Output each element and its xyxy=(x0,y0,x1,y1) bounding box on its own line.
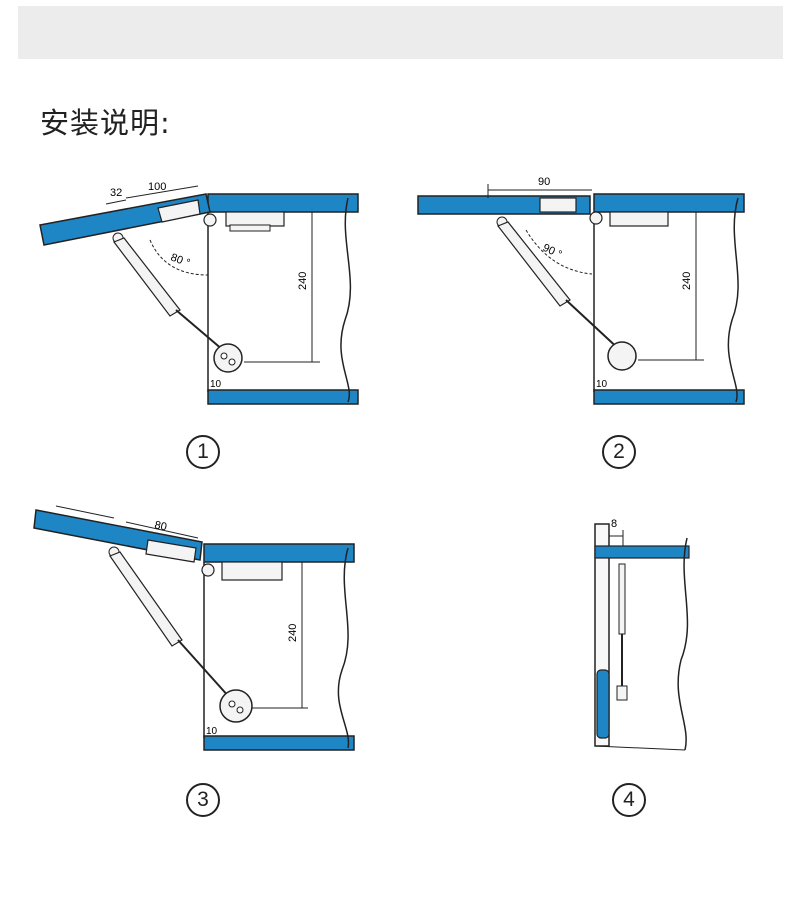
dimension-label-1b: 100 xyxy=(148,181,166,193)
dimension-label-4: 8 xyxy=(611,518,617,530)
gas-strut xyxy=(112,232,243,373)
gap-label-3: 10 xyxy=(206,726,218,737)
height-label-2: 240 xyxy=(681,272,693,290)
lift-door-panel xyxy=(39,193,211,246)
diagram-3-installation: 80 240 10 xyxy=(33,505,355,751)
dimension-label-2: 90 xyxy=(538,176,550,188)
gas-strut xyxy=(616,563,628,701)
dimension-lines xyxy=(55,505,308,709)
diagram-2-installation: 90 90 ° 240 10 xyxy=(417,176,745,405)
dimension-lines xyxy=(608,530,624,546)
height-label-3: 240 xyxy=(287,624,299,642)
step-number-4: 4 xyxy=(612,783,646,817)
cabinet-side-panel xyxy=(203,543,355,751)
dimension-label-3: 80 xyxy=(153,519,167,533)
cabinet-side-panel xyxy=(207,193,359,405)
gap-label-2: 10 xyxy=(596,379,608,390)
hinge-hardware xyxy=(539,197,669,227)
gas-strut xyxy=(108,546,253,723)
dimension-lines xyxy=(487,184,704,361)
step-number-2: 2 xyxy=(602,435,636,469)
diagram-4-side-view: 8 xyxy=(594,518,690,751)
hinge-hardware xyxy=(145,539,283,581)
hinge-hardware xyxy=(157,199,285,232)
top-banner xyxy=(18,6,783,59)
angle-label-2: 90 ° xyxy=(541,242,564,261)
lift-door-panel xyxy=(596,669,610,739)
step-number-1: 1 xyxy=(186,435,220,469)
dimension-label-1a: 32 xyxy=(110,187,122,199)
page-title: 安装说明: xyxy=(40,106,171,140)
cabinet-side-panel xyxy=(593,193,745,405)
gas-strut xyxy=(496,216,637,371)
dimension-lines xyxy=(105,185,320,363)
diagram-1-installation: 32 100 80 ° 240 10 xyxy=(39,181,359,405)
height-label-1: 240 xyxy=(297,272,309,290)
gap-label-1: 10 xyxy=(210,379,222,390)
step-number-3: 3 xyxy=(186,783,220,817)
